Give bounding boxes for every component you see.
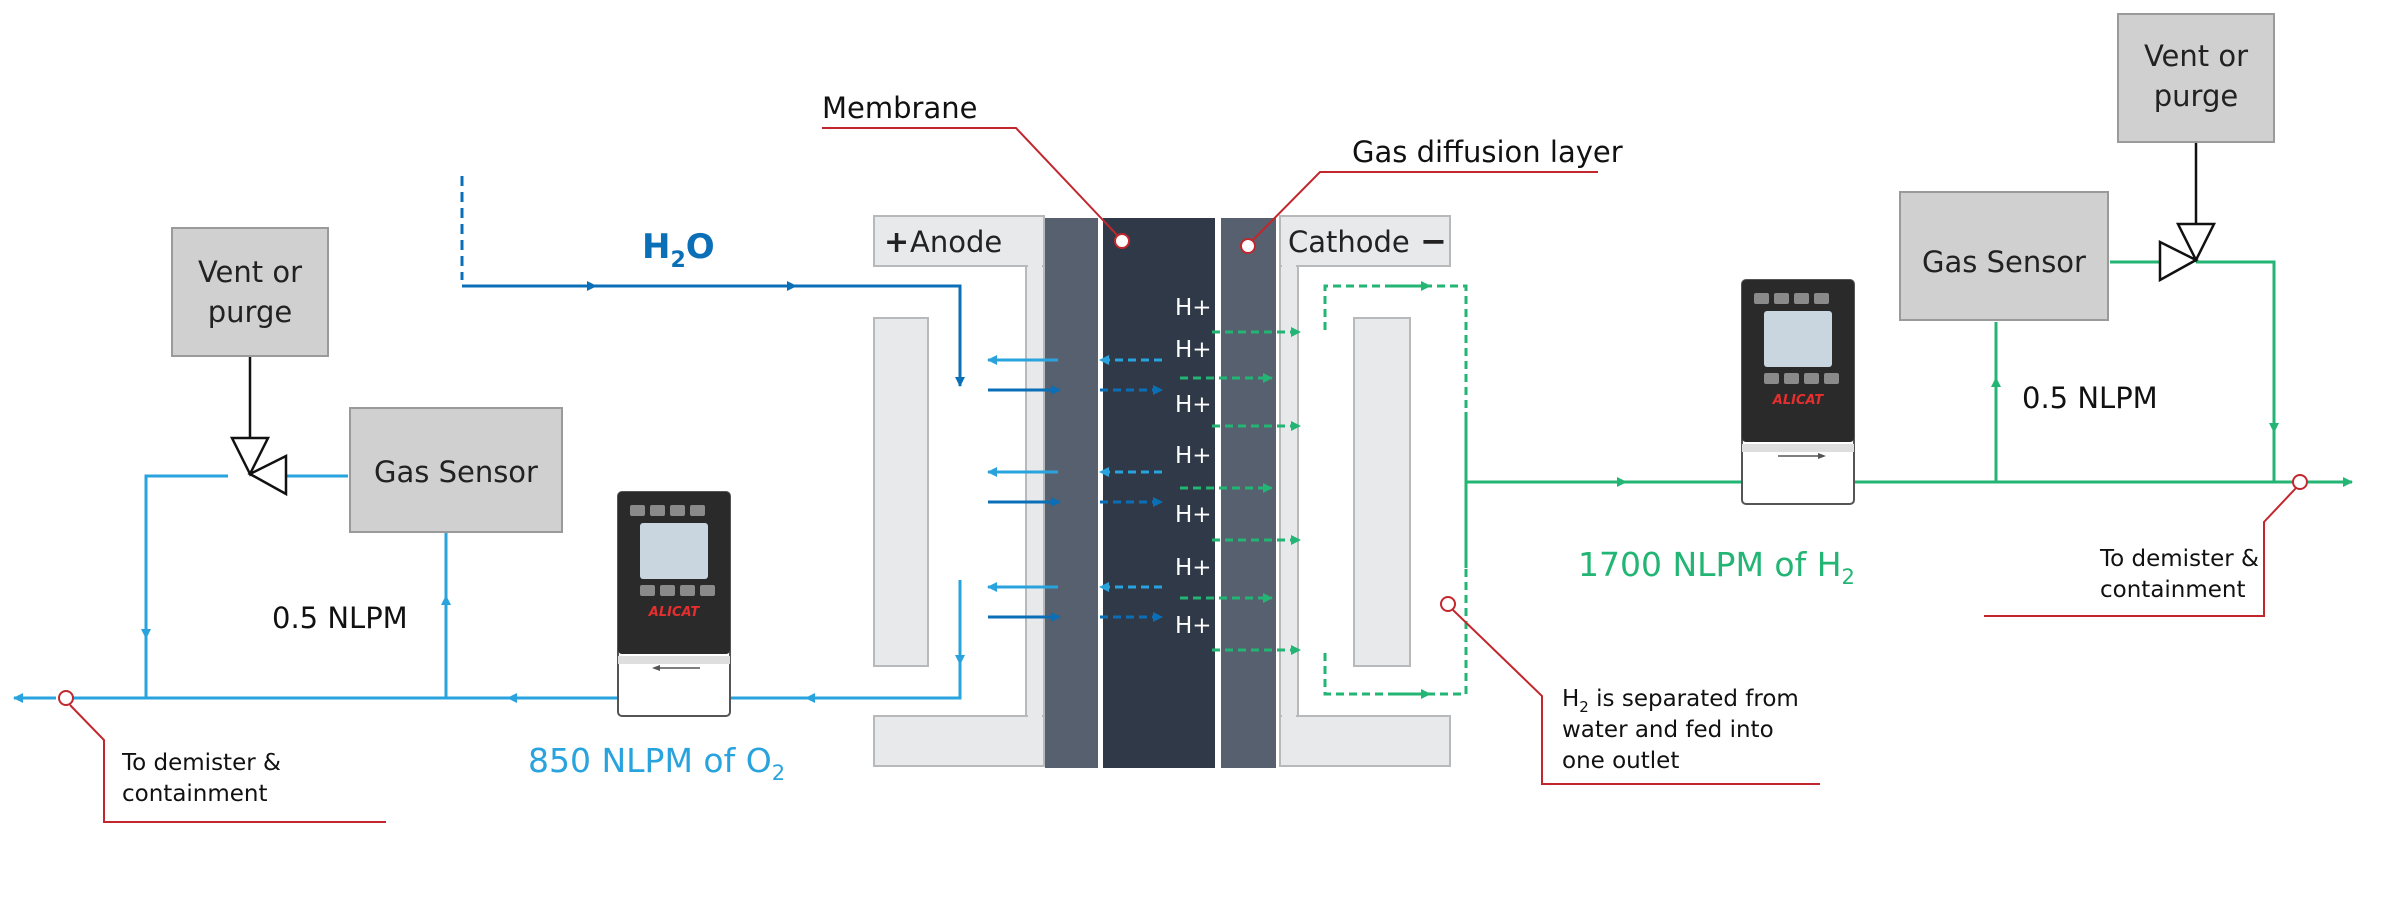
proton-label: H+ <box>1175 337 1212 363</box>
cathode-sign: − <box>1420 222 1447 260</box>
hydrogen-line <box>1464 260 2353 568</box>
left-valve <box>229 436 288 497</box>
oxygen-flow-sub: 2 <box>772 761 785 785</box>
cathode-internal-flows <box>1180 327 1301 655</box>
proton-label: H+ <box>1175 502 1212 528</box>
membrane-marker <box>1114 233 1130 249</box>
water-inlet-line <box>460 176 965 387</box>
hydrogen-collection-loop <box>1323 281 1468 699</box>
left-vent-box <box>171 227 329 357</box>
membrane-label: Membrane <box>822 91 977 125</box>
flow-meter-icon: ALICAT <box>617 491 731 717</box>
anode-label: Anode <box>910 225 1002 259</box>
oxygen-line <box>13 474 965 703</box>
three-way-valve-icon <box>229 436 288 497</box>
hydrogen-flow-main: 1700 NLPM of H <box>1578 545 1842 584</box>
left-sample-flow: 0.5 NLPM <box>272 601 408 635</box>
anode-gas-diffusion-layer <box>1045 218 1098 768</box>
h2-note-line-1: H2 is separated from <box>1562 686 1799 716</box>
right-gas-sensor-box <box>1899 191 2109 321</box>
left-outlet-label-1: To demister & <box>121 750 281 776</box>
proton-label: H+ <box>1175 295 1212 321</box>
left-outlet-marker <box>58 690 74 706</box>
gas-diffusion-layer-leader <box>1251 171 1598 242</box>
left-outlet-leader <box>69 704 386 823</box>
meter-brand: ALICAT <box>648 605 701 620</box>
oxygen-flow-main: 850 NLPM of O <box>528 741 772 780</box>
left-vent-label-2: purge <box>208 295 292 329</box>
h2-note-rest: is separated from <box>1589 686 1799 712</box>
proton-labels: H+ H+ H+ H+ H+ H+ H+ <box>1175 295 1212 639</box>
cathode-gas-diffusion-layer <box>1221 218 1276 768</box>
water-label-h: H <box>642 227 670 267</box>
gas-diffusion-layer-label: Gas diffusion layer <box>1352 135 1623 169</box>
left-outlet-label-2: containment <box>122 781 268 807</box>
h2-note-h: H <box>1562 686 1579 712</box>
proton-label: H+ <box>1175 555 1212 581</box>
hydrogen-flow-label: 1700 NLPM of H2 <box>1578 545 1855 589</box>
three-way-valve-icon <box>2158 222 2217 283</box>
proton-label: H+ <box>1175 613 1212 639</box>
proton-label: H+ <box>1175 392 1212 418</box>
h2-note-leader <box>1452 609 1820 785</box>
h2-note-sub: 2 <box>1579 698 1589 716</box>
right-valve <box>2158 222 2217 283</box>
right-outlet-label-1: To demister & <box>2099 546 2259 572</box>
membrane-leader <box>822 127 1119 237</box>
water-label: H2O <box>642 227 715 273</box>
flow-meter-icon: ALICAT <box>1741 279 1855 505</box>
left-vent-label-1: Vent or <box>198 255 302 289</box>
proton-label: H+ <box>1175 443 1212 469</box>
gas-diffusion-layer-marker <box>1240 238 1256 254</box>
right-outlet-marker <box>2292 474 2308 490</box>
h2-note-line-3: one outlet <box>1562 748 1679 774</box>
membrane <box>1103 218 1215 768</box>
right-outlet-label-2: containment <box>2100 577 2246 603</box>
h2-note-line-2: water and fed into <box>1562 717 1774 743</box>
right-gas-sensor-label: Gas Sensor <box>1922 245 2086 279</box>
cathode-label: Cathode <box>1288 225 1410 259</box>
right-outlet-leader <box>1984 487 2297 617</box>
water-label-sub: 2 <box>670 248 685 273</box>
anode-plate <box>873 215 1046 767</box>
oxygen-flow-label: 850 NLPM of O2 <box>528 741 785 785</box>
left-gas-sensor-label: Gas Sensor <box>374 455 538 489</box>
water-label-o: O <box>686 227 715 267</box>
right-vent-label-1: Vent or <box>2144 39 2248 73</box>
anode-internal-flows <box>987 355 1163 622</box>
anode-sign: + <box>884 225 909 260</box>
cathode-plate <box>1279 215 1451 767</box>
hydrogen-flow-sub: 2 <box>1842 565 1855 589</box>
right-vent-label-2: purge <box>2154 79 2238 113</box>
svg-text:H2O: H2O <box>642 227 715 273</box>
h2-note-marker <box>1440 596 1456 612</box>
left-gas-sensor-box <box>349 407 563 533</box>
meter-brand: ALICAT <box>1772 393 1825 408</box>
right-vent-box <box>2117 13 2275 143</box>
right-sample-flow: 0.5 NLPM <box>2022 381 2158 415</box>
